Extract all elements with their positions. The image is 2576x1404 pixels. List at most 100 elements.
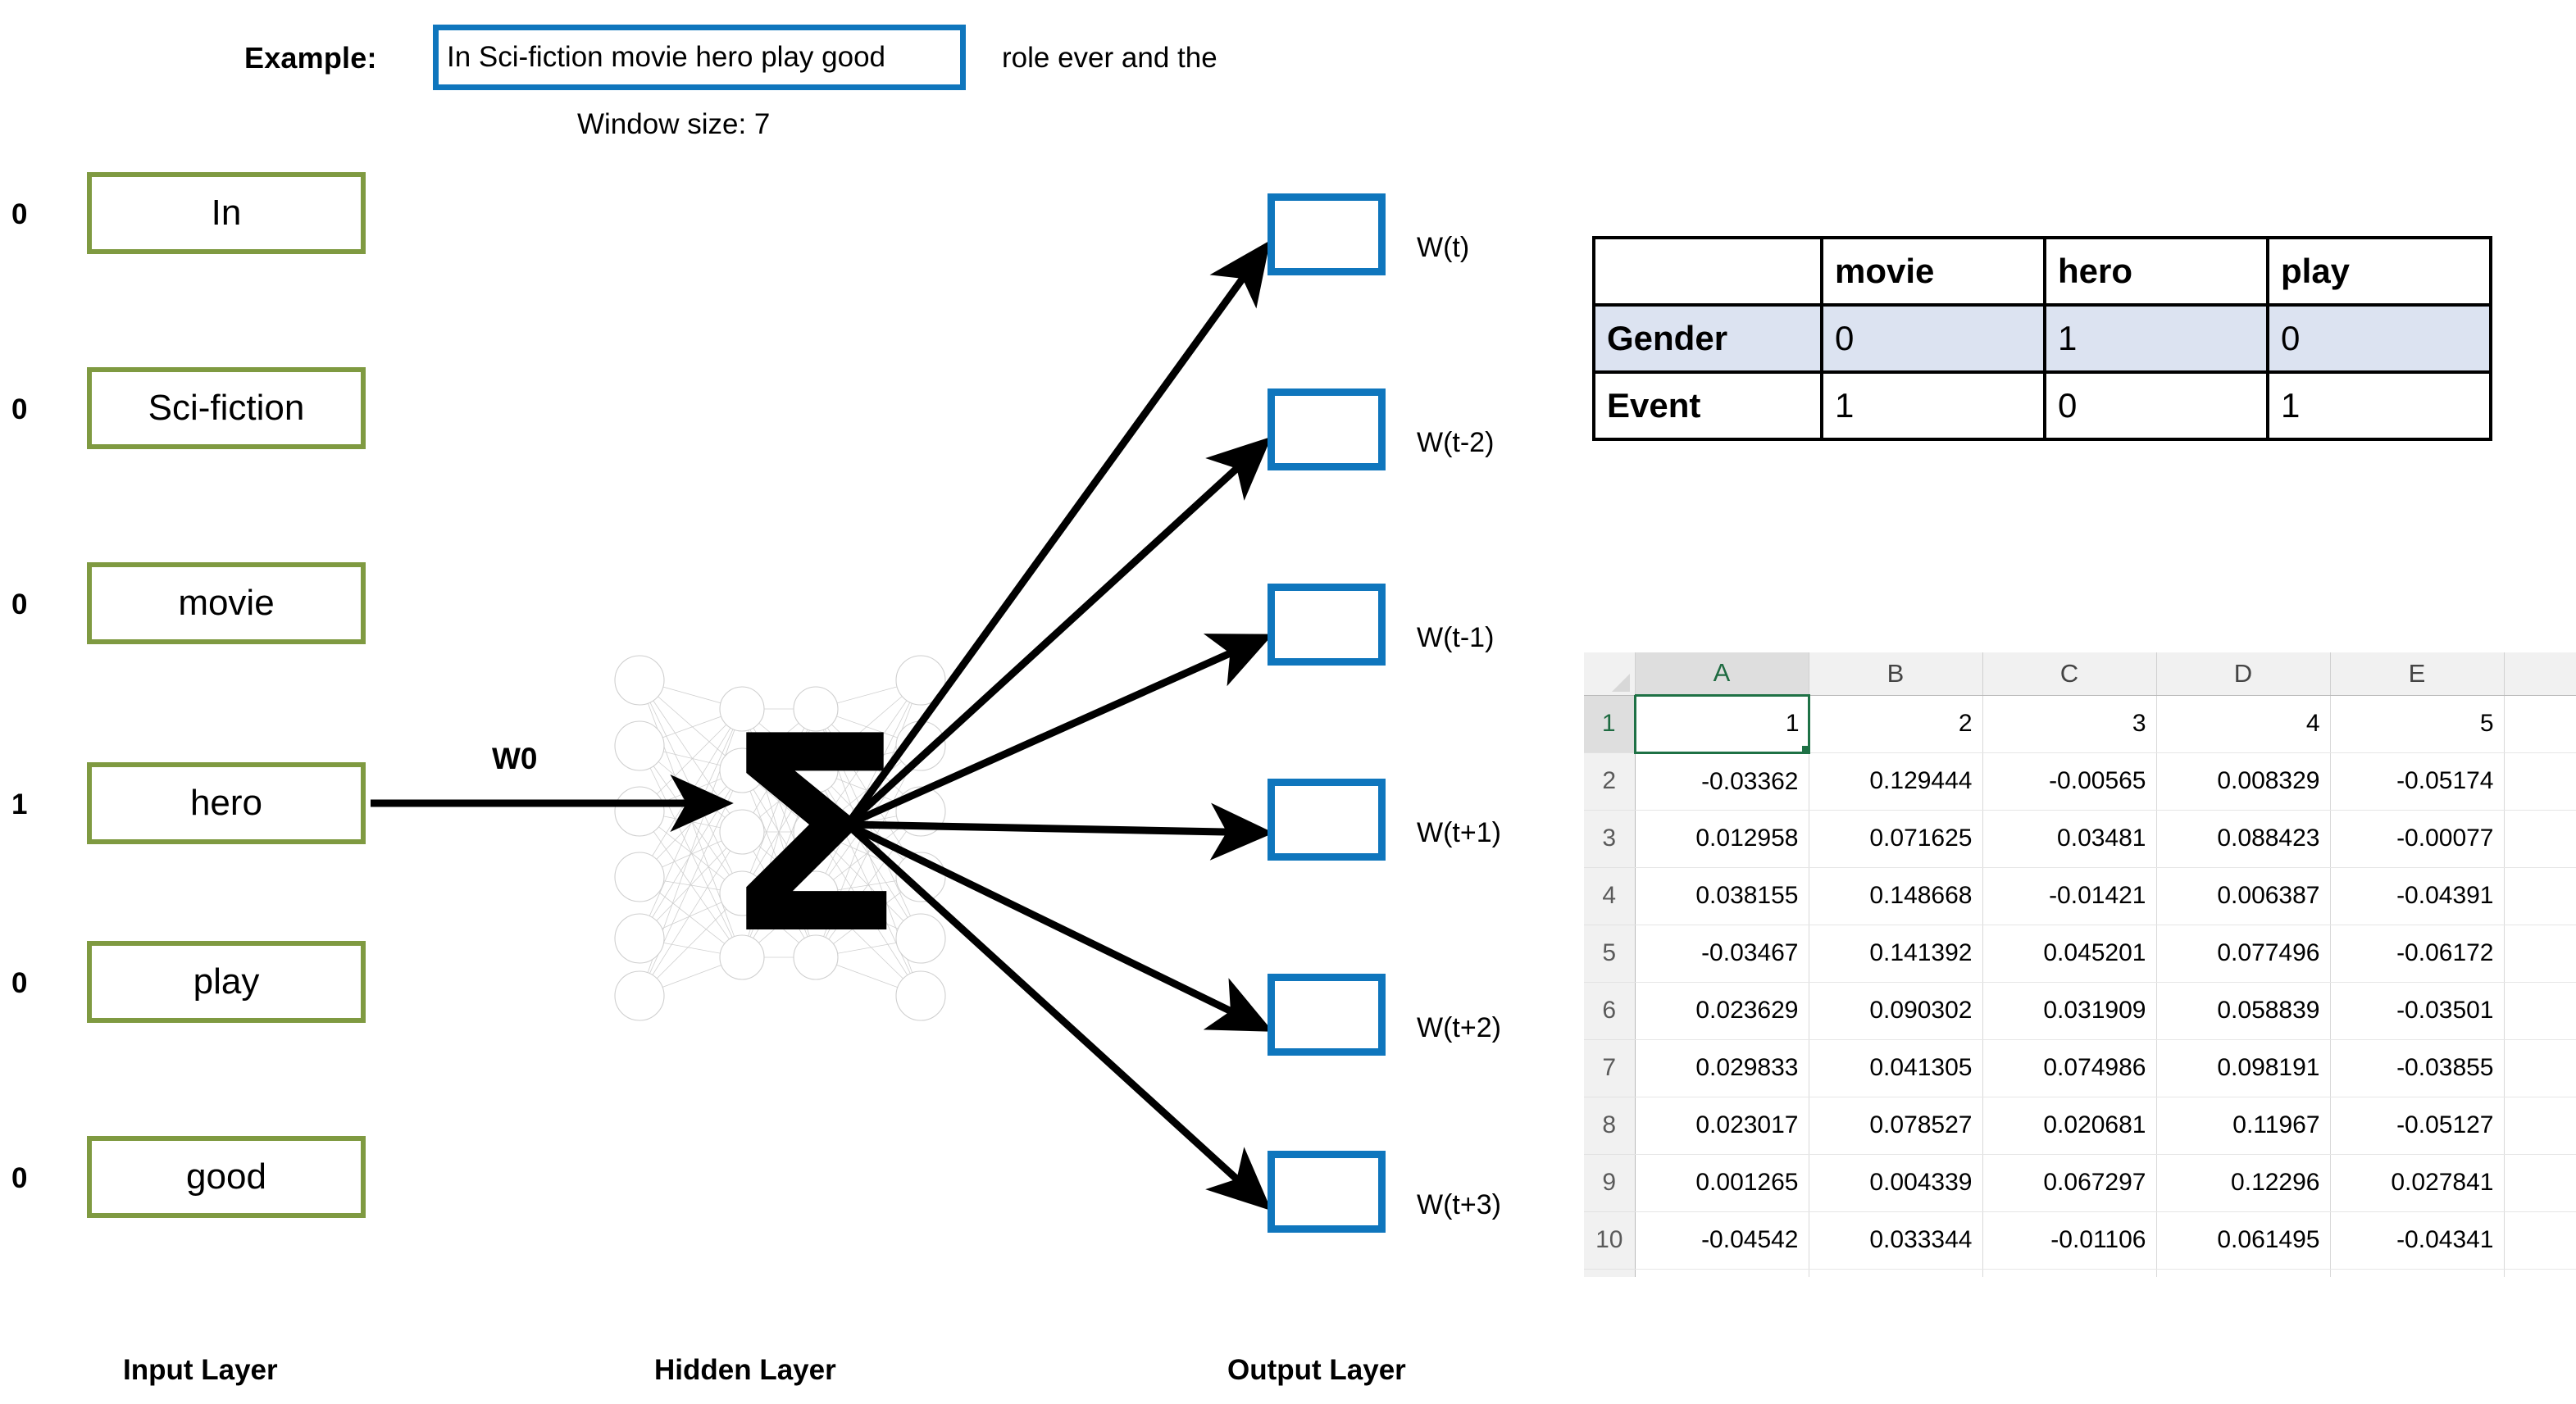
spreadsheet-row: 8 0.023017 0.078527 0.020681 0.11967 -0.… <box>1584 1097 2576 1155</box>
spreadsheet-cell-b11[interactable] <box>1809 1269 1983 1277</box>
spreadsheet-col-header-f[interactable] <box>2504 652 2576 696</box>
spreadsheet-cell-b1[interactable]: 2 <box>1809 695 1983 753</box>
spreadsheet-cell-d2[interactable]: 0.008329 <box>2156 752 2331 811</box>
spreadsheet-cell-c10[interactable]: -0.01106 <box>1982 1211 2157 1270</box>
spreadsheet-row-header-3[interactable]: 3 <box>1584 810 1636 868</box>
spreadsheet-cell-f6[interactable] <box>2504 982 2576 1040</box>
input-box-3[interactable]: hero <box>87 762 366 844</box>
spreadsheet-cell-e3[interactable]: -0.00077 <box>2330 810 2505 868</box>
spreadsheet-cell-d9[interactable]: 0.12296 <box>2156 1154 2331 1212</box>
spreadsheet-cell-f10[interactable] <box>2504 1211 2576 1270</box>
spreadsheet-row-header-9[interactable]: 9 <box>1584 1154 1636 1212</box>
output-label-1: W(t-2) <box>1417 427 1495 458</box>
spreadsheet-cell-c1[interactable]: 3 <box>1982 695 2157 753</box>
output-box-1[interactable] <box>1268 388 1386 470</box>
spreadsheet-cell-d6[interactable]: 0.058839 <box>2156 982 2331 1040</box>
spreadsheet-cell-e6[interactable]: -0.03501 <box>2330 982 2505 1040</box>
spreadsheet-cell-c3[interactable]: 0.03481 <box>1982 810 2157 868</box>
spreadsheet-cell-d8[interactable]: 0.11967 <box>2156 1097 2331 1155</box>
spreadsheet-row-header-10[interactable]: 10 <box>1584 1211 1636 1270</box>
spreadsheet-cell-d5[interactable]: 0.077496 <box>2156 925 2331 983</box>
spreadsheet-cell-e10[interactable]: -0.04341 <box>2330 1211 2505 1270</box>
spreadsheet-grid[interactable]: A B C D E 1 1 2 3 4 5 <box>1584 652 2576 1277</box>
spreadsheet-cell-f2[interactable] <box>2504 752 2576 811</box>
select-all-corner-icon[interactable] <box>1584 652 1636 696</box>
spreadsheet-row-header-1[interactable]: 1 <box>1584 695 1636 753</box>
spreadsheet-cell-a2[interactable]: -0.03362 <box>1635 752 1809 811</box>
output-box-3[interactable] <box>1268 779 1386 861</box>
spreadsheet-col-header-d[interactable]: D <box>2156 652 2331 696</box>
spreadsheet-cell-a8[interactable]: 0.023017 <box>1635 1097 1809 1155</box>
spreadsheet-cell-b10[interactable]: 0.033344 <box>1809 1211 1983 1270</box>
spreadsheet-cell-c4[interactable]: -0.01421 <box>1982 867 2157 925</box>
output-box-2[interactable] <box>1268 584 1386 666</box>
spreadsheet-cell-f4[interactable] <box>2504 867 2576 925</box>
spreadsheet-cell-a9[interactable]: 0.001265 <box>1635 1154 1809 1212</box>
spreadsheet-cell-b3[interactable]: 0.071625 <box>1809 810 1983 868</box>
spreadsheet-cell-e7[interactable]: -0.03855 <box>2330 1039 2505 1097</box>
spreadsheet-cell-b6[interactable]: 0.090302 <box>1809 982 1983 1040</box>
spreadsheet-cell-e8[interactable]: -0.05127 <box>2330 1097 2505 1155</box>
spreadsheet-cell-f1[interactable] <box>2504 695 2576 753</box>
input-box-2[interactable]: movie <box>87 562 366 644</box>
spreadsheet-row-header-7[interactable]: 7 <box>1584 1039 1636 1097</box>
spreadsheet-cell-c6[interactable]: 0.031909 <box>1982 982 2157 1040</box>
spreadsheet-cell-a7[interactable]: 0.029833 <box>1635 1039 1809 1097</box>
spreadsheet-cell-b9[interactable]: 0.004339 <box>1809 1154 1983 1212</box>
input-box-5[interactable]: good <box>87 1136 366 1218</box>
spreadsheet-cell-e5[interactable]: -0.06172 <box>2330 925 2505 983</box>
spreadsheet-cell-a1[interactable]: 1 <box>1633 693 1810 754</box>
spreadsheet-col-header-c[interactable]: C <box>1982 652 2157 696</box>
spreadsheet-cell-a10[interactable]: -0.04542 <box>1635 1211 1809 1270</box>
output-box-0[interactable] <box>1268 193 1386 275</box>
spreadsheet-cell-c8[interactable]: 0.020681 <box>1982 1097 2157 1155</box>
spreadsheet-cell-f11[interactable] <box>2504 1269 2576 1277</box>
spreadsheet-cell-b7[interactable]: 0.041305 <box>1809 1039 1983 1097</box>
spreadsheet-cell-c7[interactable]: 0.074986 <box>1982 1039 2157 1097</box>
output-box-5[interactable] <box>1268 1151 1386 1233</box>
spreadsheet-cell-e11[interactable] <box>2330 1269 2505 1277</box>
input-box-4[interactable]: play <box>87 941 366 1023</box>
spreadsheet-row-header-5[interactable]: 5 <box>1584 925 1636 983</box>
spreadsheet-cell-d7[interactable]: 0.098191 <box>2156 1039 2331 1097</box>
spreadsheet-cell-d10[interactable]: 0.061495 <box>2156 1211 2331 1270</box>
spreadsheet-cell-b4[interactable]: 0.148668 <box>1809 867 1983 925</box>
output-box-4[interactable] <box>1268 974 1386 1056</box>
spreadsheet-col-header-a[interactable]: A <box>1635 652 1809 696</box>
spreadsheet-cell-f8[interactable] <box>2504 1097 2576 1155</box>
spreadsheet-row-header-6[interactable]: 6 <box>1584 982 1636 1040</box>
spreadsheet-cell-f9[interactable] <box>2504 1154 2576 1212</box>
spreadsheet-cell-a3[interactable]: 0.012958 <box>1635 810 1809 868</box>
spreadsheet-cell-c11[interactable] <box>1982 1269 2157 1277</box>
spreadsheet-cell-f5[interactable] <box>2504 925 2576 983</box>
spreadsheet-cell-b8[interactable]: 0.078527 <box>1809 1097 1983 1155</box>
spreadsheet-cell-b2[interactable]: 0.129444 <box>1809 752 1983 811</box>
spreadsheet-cell-a4[interactable]: 0.038155 <box>1635 867 1809 925</box>
spreadsheet-cell-f7[interactable] <box>2504 1039 2576 1097</box>
spreadsheet-col-header-b[interactable]: B <box>1809 652 1983 696</box>
spreadsheet-cell-a5[interactable]: -0.03467 <box>1635 925 1809 983</box>
spreadsheet-col-header-e[interactable]: E <box>2330 652 2505 696</box>
spreadsheet-row-header-11[interactable] <box>1584 1269 1636 1277</box>
input-box-0[interactable]: In <box>87 172 366 254</box>
spreadsheet-cell-e1[interactable]: 5 <box>2330 695 2505 753</box>
input-box-1[interactable]: Sci-fiction <box>87 367 366 449</box>
spreadsheet-row-header-2[interactable]: 2 <box>1584 752 1636 811</box>
spreadsheet-cell-d3[interactable]: 0.088423 <box>2156 810 2331 868</box>
spreadsheet-cell-e9[interactable]: 0.027841 <box>2330 1154 2505 1212</box>
spreadsheet-cell-d4[interactable]: 0.006387 <box>2156 867 2331 925</box>
spreadsheet-cell-d1[interactable]: 4 <box>2156 695 2331 753</box>
spreadsheet-cell-a6[interactable]: 0.023629 <box>1635 982 1809 1040</box>
spreadsheet-cell-e2[interactable]: -0.05174 <box>2330 752 2505 811</box>
spreadsheet-cell-c2[interactable]: -0.00565 <box>1982 752 2157 811</box>
spreadsheet-row-header-8[interactable]: 8 <box>1584 1097 1636 1155</box>
feature-table-row-gender: Gender 0 1 0 <box>1592 303 2492 374</box>
spreadsheet-cell-d11[interactable] <box>2156 1269 2331 1277</box>
spreadsheet-cell-c9[interactable]: 0.067297 <box>1982 1154 2157 1212</box>
spreadsheet-cell-c5[interactable]: 0.045201 <box>1982 925 2157 983</box>
spreadsheet-cell-f3[interactable] <box>2504 810 2576 868</box>
spreadsheet-row-header-4[interactable]: 4 <box>1584 867 1636 925</box>
spreadsheet-cell-e4[interactable]: -0.04391 <box>2330 867 2505 925</box>
spreadsheet-cell-a11[interactable] <box>1635 1269 1809 1277</box>
spreadsheet-cell-b5[interactable]: 0.141392 <box>1809 925 1983 983</box>
